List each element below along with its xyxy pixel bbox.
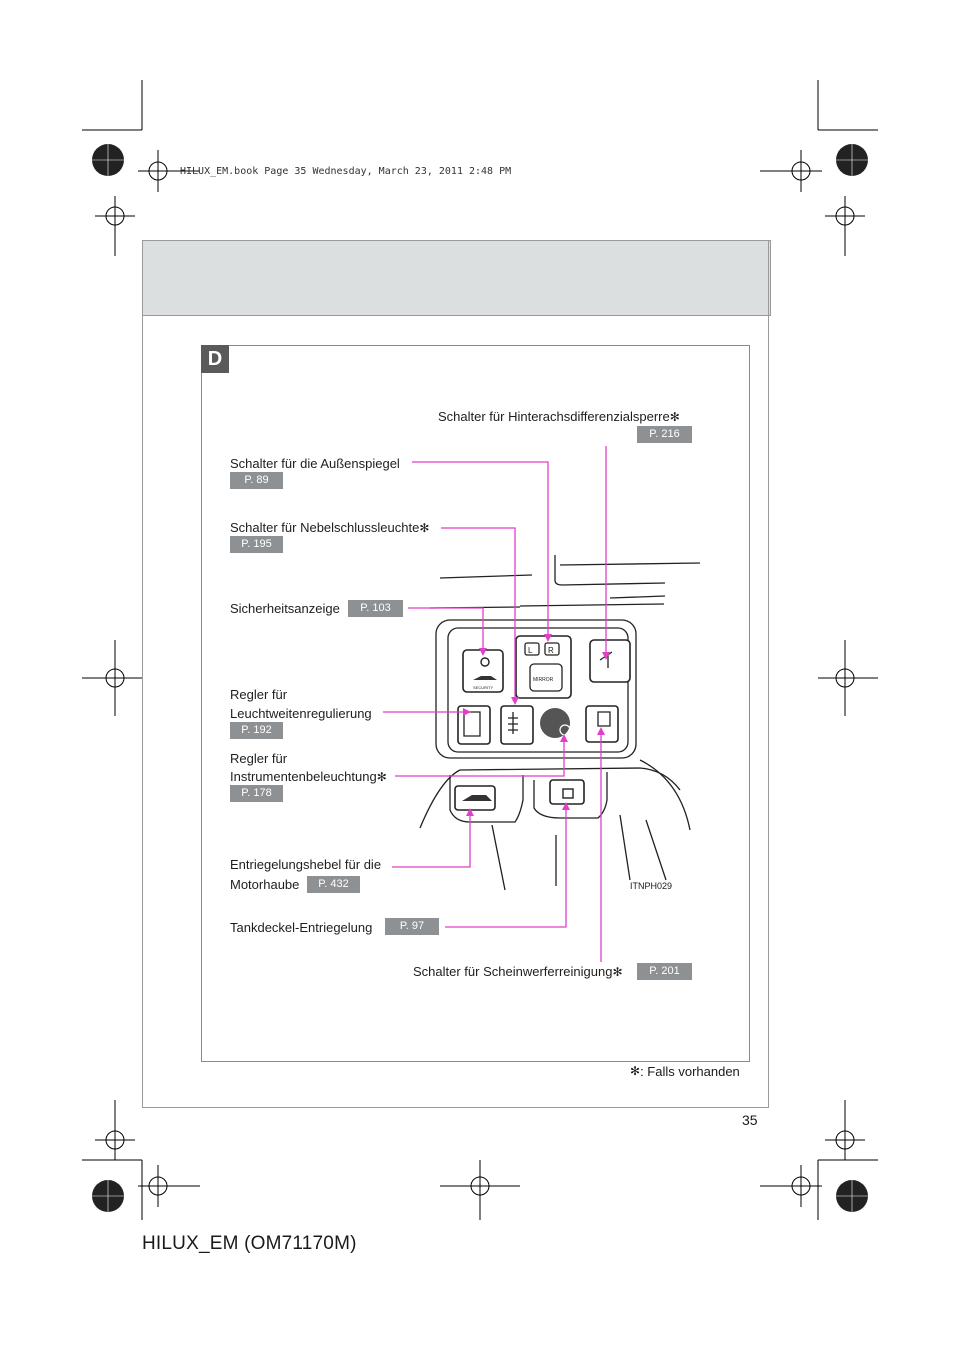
footnote-text: : Falls vorhanden bbox=[640, 1064, 740, 1079]
page-ref-fuel[interactable]: P. 97 bbox=[385, 918, 439, 935]
optional-star-icon: ✻ bbox=[419, 521, 430, 535]
page-ref-washer[interactable]: P. 201 bbox=[637, 963, 692, 980]
page-ref-instrument-light[interactable]: P. 178 bbox=[230, 785, 283, 802]
page-ref-mirror[interactable]: P. 89 bbox=[230, 472, 283, 489]
callout-label-instrument-light-line2: Instrumentenbeleuchtung✻ bbox=[230, 769, 387, 785]
label-text: Schalter für Scheinwerferreinigung bbox=[413, 964, 613, 979]
label-text: Instrumentenbeleuchtung bbox=[230, 769, 377, 784]
label-text: Schalter für Hinterachsdifferenzialsperr… bbox=[438, 409, 670, 424]
page-number: 35 bbox=[742, 1112, 758, 1128]
page-ref-diff-lock[interactable]: P. 216 bbox=[637, 426, 692, 443]
optional-star-icon: ✻ bbox=[669, 410, 680, 424]
figure-box bbox=[201, 345, 750, 1062]
page-ref-rear-fog[interactable]: P. 195 bbox=[230, 536, 283, 553]
callout-lines bbox=[383, 446, 607, 962]
page-ref-hood[interactable]: P. 432 bbox=[307, 876, 360, 893]
optional-star-icon: ✻ bbox=[376, 770, 387, 784]
optional-star-icon: ✻ bbox=[630, 1064, 641, 1078]
mirror-switch-text: MIRROR bbox=[533, 677, 554, 683]
manual-id: HILUX_EM (OM71170M) bbox=[142, 1233, 357, 1254]
callout-label-rear-fog: Schalter für Nebelschlussleuchte✻ bbox=[230, 520, 429, 536]
optional-star-icon: ✻ bbox=[612, 965, 623, 979]
page-ref-security[interactable]: P. 103 bbox=[348, 600, 403, 617]
callout-label-mirror: Schalter für die Außenspiegel bbox=[230, 456, 400, 471]
callout-label-instrument-light-line1: Regler für bbox=[230, 751, 288, 766]
callout-label-headlight-level-line2: Leuchtweitenregulierung bbox=[230, 706, 372, 721]
mirror-left-label: L bbox=[528, 646, 533, 655]
callout-label-washer: Schalter für Scheinwerferreinigung✻ bbox=[413, 964, 623, 980]
page-frame bbox=[142, 240, 769, 1108]
callout-label-fuel: Tankdeckel-Entriegelung bbox=[230, 920, 373, 935]
label-text: Schalter für Nebelschlussleuchte bbox=[230, 520, 420, 535]
footnote: ✻: Falls vorhanden bbox=[630, 1064, 740, 1079]
header-band bbox=[142, 240, 771, 316]
callout-label-headlight-level-line1: Regler für bbox=[230, 687, 288, 702]
figure-code: ITNPH029 bbox=[630, 881, 673, 891]
callout-label-security: Sicherheitsanzeige bbox=[230, 601, 340, 616]
book-info-stamp: HILUX_EM.book Page 35 Wednesday, March 2… bbox=[180, 166, 512, 177]
callout-label-diff-lock: Schalter für Hinterachsdifferenzialsperr… bbox=[438, 409, 680, 425]
mirror-right-label: R bbox=[548, 646, 554, 655]
callout-arrowheads bbox=[463, 634, 610, 816]
security-switch-text: SECURITY bbox=[473, 685, 494, 690]
callout-label-hood-line2: Motorhaube bbox=[230, 877, 300, 892]
section-letter-badge: D bbox=[201, 345, 229, 373]
callout-label-hood-line1: Entriegelungshebel für die bbox=[230, 857, 382, 872]
page-ref-headlight-level[interactable]: P. 192 bbox=[230, 722, 283, 739]
